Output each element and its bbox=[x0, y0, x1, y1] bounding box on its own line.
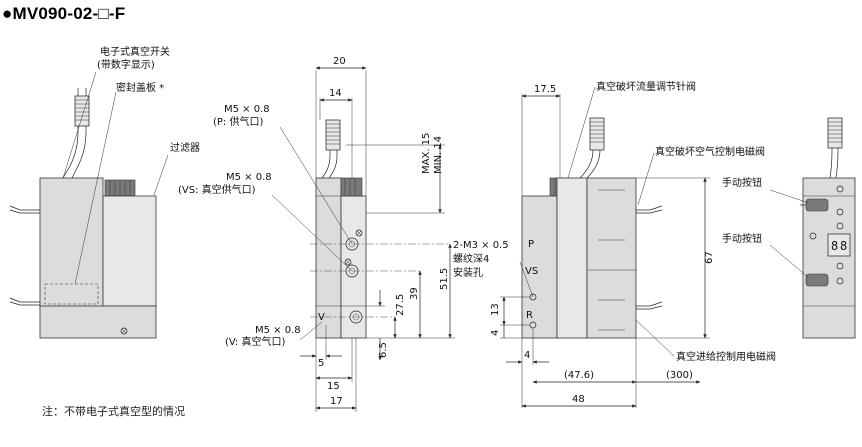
dim-13: 13 bbox=[490, 303, 501, 316]
front-knob bbox=[340, 177, 363, 197]
switch-body bbox=[39, 177, 104, 309]
dim-14: 14 bbox=[329, 88, 342, 99]
footnote: 注：不带电子式真空型的情况 bbox=[42, 405, 185, 418]
manual-button-lower[interactable] bbox=[805, 273, 829, 287]
dim-5: 5 bbox=[318, 358, 324, 369]
label-vs-port-size: M5 × 0.8 bbox=[226, 172, 272, 183]
label-seal-cover: 密封盖板 * bbox=[116, 81, 164, 94]
seal-cover-outline bbox=[44, 283, 99, 305]
label-mount-size: 2-M3 × 0.5 bbox=[453, 240, 509, 251]
manual-button-upper[interactable] bbox=[805, 198, 829, 212]
label-mount-depth: 螺纹深4 bbox=[453, 252, 489, 265]
front-manifold bbox=[340, 195, 367, 339]
port-label-vs: VS bbox=[525, 266, 538, 277]
dim-4-vertical: 4 bbox=[490, 330, 501, 336]
port-label-p: P bbox=[528, 239, 534, 250]
solenoid-block bbox=[586, 177, 637, 339]
port-label-r: R bbox=[526, 310, 533, 321]
port-label-v: V bbox=[318, 312, 325, 323]
dim-20: 20 bbox=[333, 56, 346, 67]
view-front: V bbox=[271, 66, 455, 412]
base-plate bbox=[39, 305, 157, 339]
label-break-flow-needle: 真空破坏流量调节针阀 bbox=[596, 80, 696, 93]
dim-15: 15 bbox=[327, 381, 340, 392]
dim-47-6: (47.6) bbox=[564, 370, 594, 381]
display-segments: 8 bbox=[831, 239, 838, 253]
label-p-port: (P: 供气口) bbox=[213, 115, 263, 128]
dim-48: 48 bbox=[572, 394, 585, 405]
label-manual-button-lower: 手动按钮 bbox=[722, 232, 762, 245]
dim-17: 17 bbox=[330, 396, 343, 407]
lead-wire bbox=[9, 205, 40, 211]
view-rear: 8 8 bbox=[769, 117, 856, 339]
side-body bbox=[521, 195, 558, 339]
svg-text:8: 8 bbox=[840, 239, 847, 253]
label-switch-note: (带数字显示) bbox=[97, 58, 155, 71]
label-v-port: (V: 真空气口) bbox=[225, 335, 285, 348]
view-right-side: P VS R bbox=[500, 86, 710, 408]
dim-67: 67 bbox=[704, 251, 715, 264]
dim-max15: MAX. 15 bbox=[421, 133, 432, 174]
label-break-solenoid: 真空破坏空气控制电磁阀 bbox=[655, 145, 765, 158]
cable-strain-relief bbox=[74, 95, 90, 127]
dim-4-horizontal: 4 bbox=[524, 350, 530, 361]
label-vs-port: (VS: 真空供气口) bbox=[178, 183, 256, 196]
cable bbox=[62, 88, 79, 179]
dim-min14: MIN. 14 bbox=[433, 136, 444, 174]
label-mount-hole: 安装孔 bbox=[453, 266, 483, 279]
page-title: ●MV090-02-□-F bbox=[2, 4, 126, 23]
view-left-side bbox=[9, 71, 169, 339]
filter-block bbox=[102, 195, 157, 307]
dim-17-5: 17.5 bbox=[534, 84, 556, 95]
dim-300: (300) bbox=[666, 370, 693, 381]
label-manual-button-upper: 手动按钮 bbox=[722, 176, 762, 189]
label-filter: 过滤器 bbox=[170, 141, 200, 154]
label-switch: 电子式真空开关 bbox=[100, 45, 170, 58]
label-v-port-size: M5 × 0.8 bbox=[255, 325, 301, 336]
side-manifold bbox=[556, 177, 588, 339]
dim-27-5: 27.5 bbox=[395, 294, 406, 316]
front-body bbox=[315, 177, 342, 339]
digital-display bbox=[827, 233, 851, 257]
dim-39: 39 bbox=[409, 287, 420, 300]
dim-6-5: 6.5 bbox=[378, 342, 389, 358]
label-supply-solenoid: 真空进给控制用电磁阀 bbox=[676, 350, 776, 363]
dim-51-5: 51.5 bbox=[439, 268, 450, 290]
label-p-port-size: M5 × 0.8 bbox=[224, 104, 270, 115]
